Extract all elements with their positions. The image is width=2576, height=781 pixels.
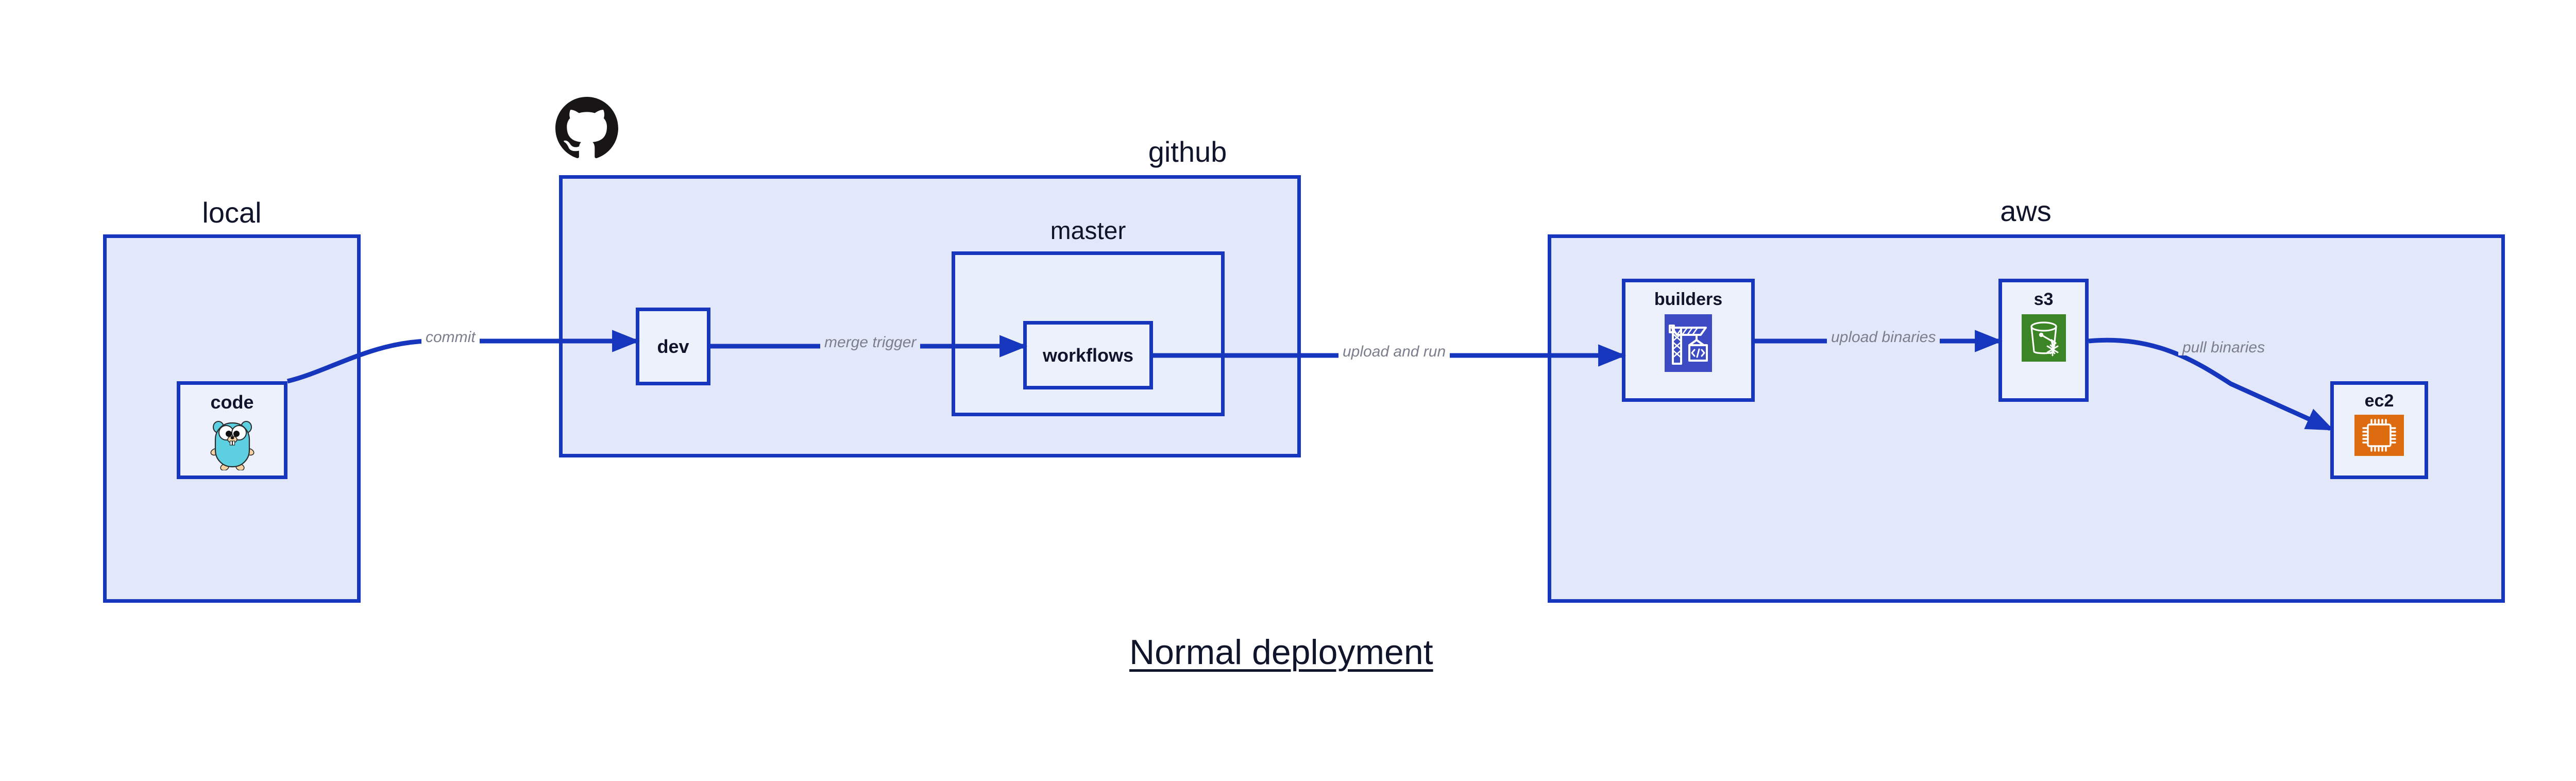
node-workflows[interactable]: workflows <box>1023 321 1153 389</box>
edge-upload-binaries-label: upload binaries <box>1827 330 1940 345</box>
node-builders[interactable]: builders <box>1622 279 1755 402</box>
aws-ec2-icon <box>2354 415 2404 456</box>
go-gopher-icon <box>210 417 255 470</box>
subzone-master-label: master <box>1050 217 1126 245</box>
zone-aws-label: aws <box>2000 195 2052 227</box>
node-dev[interactable]: dev <box>636 308 710 385</box>
node-ec2-label: ec2 <box>2364 391 2394 411</box>
edge-upload-and-run-label: upload and run <box>1338 344 1450 360</box>
node-s3-label: s3 <box>2033 290 2054 309</box>
node-s3[interactable]: s3 <box>1998 279 2089 402</box>
edge-pull-binaries-label: pull binaries <box>2178 340 2269 355</box>
github-logo-icon <box>555 97 618 160</box>
zone-github-label: github <box>1148 135 1227 168</box>
zone-local-label: local <box>202 196 262 229</box>
diagram-title: Normal deployment <box>1129 633 1433 672</box>
edge-merge-trigger-label: merge trigger <box>820 335 921 350</box>
node-code-label: code <box>210 392 254 413</box>
aws-codebuild-icon <box>1665 314 1712 372</box>
node-dev-label: dev <box>657 335 689 357</box>
edge-commit-label: commit <box>421 330 480 345</box>
node-code[interactable]: code <box>177 381 287 479</box>
node-builders-label: builders <box>1654 290 1723 309</box>
node-workflows-label: workflows <box>1042 344 1134 366</box>
node-ec2[interactable]: ec2 <box>2330 381 2428 479</box>
aws-s3-glacier-icon <box>2021 314 2066 362</box>
